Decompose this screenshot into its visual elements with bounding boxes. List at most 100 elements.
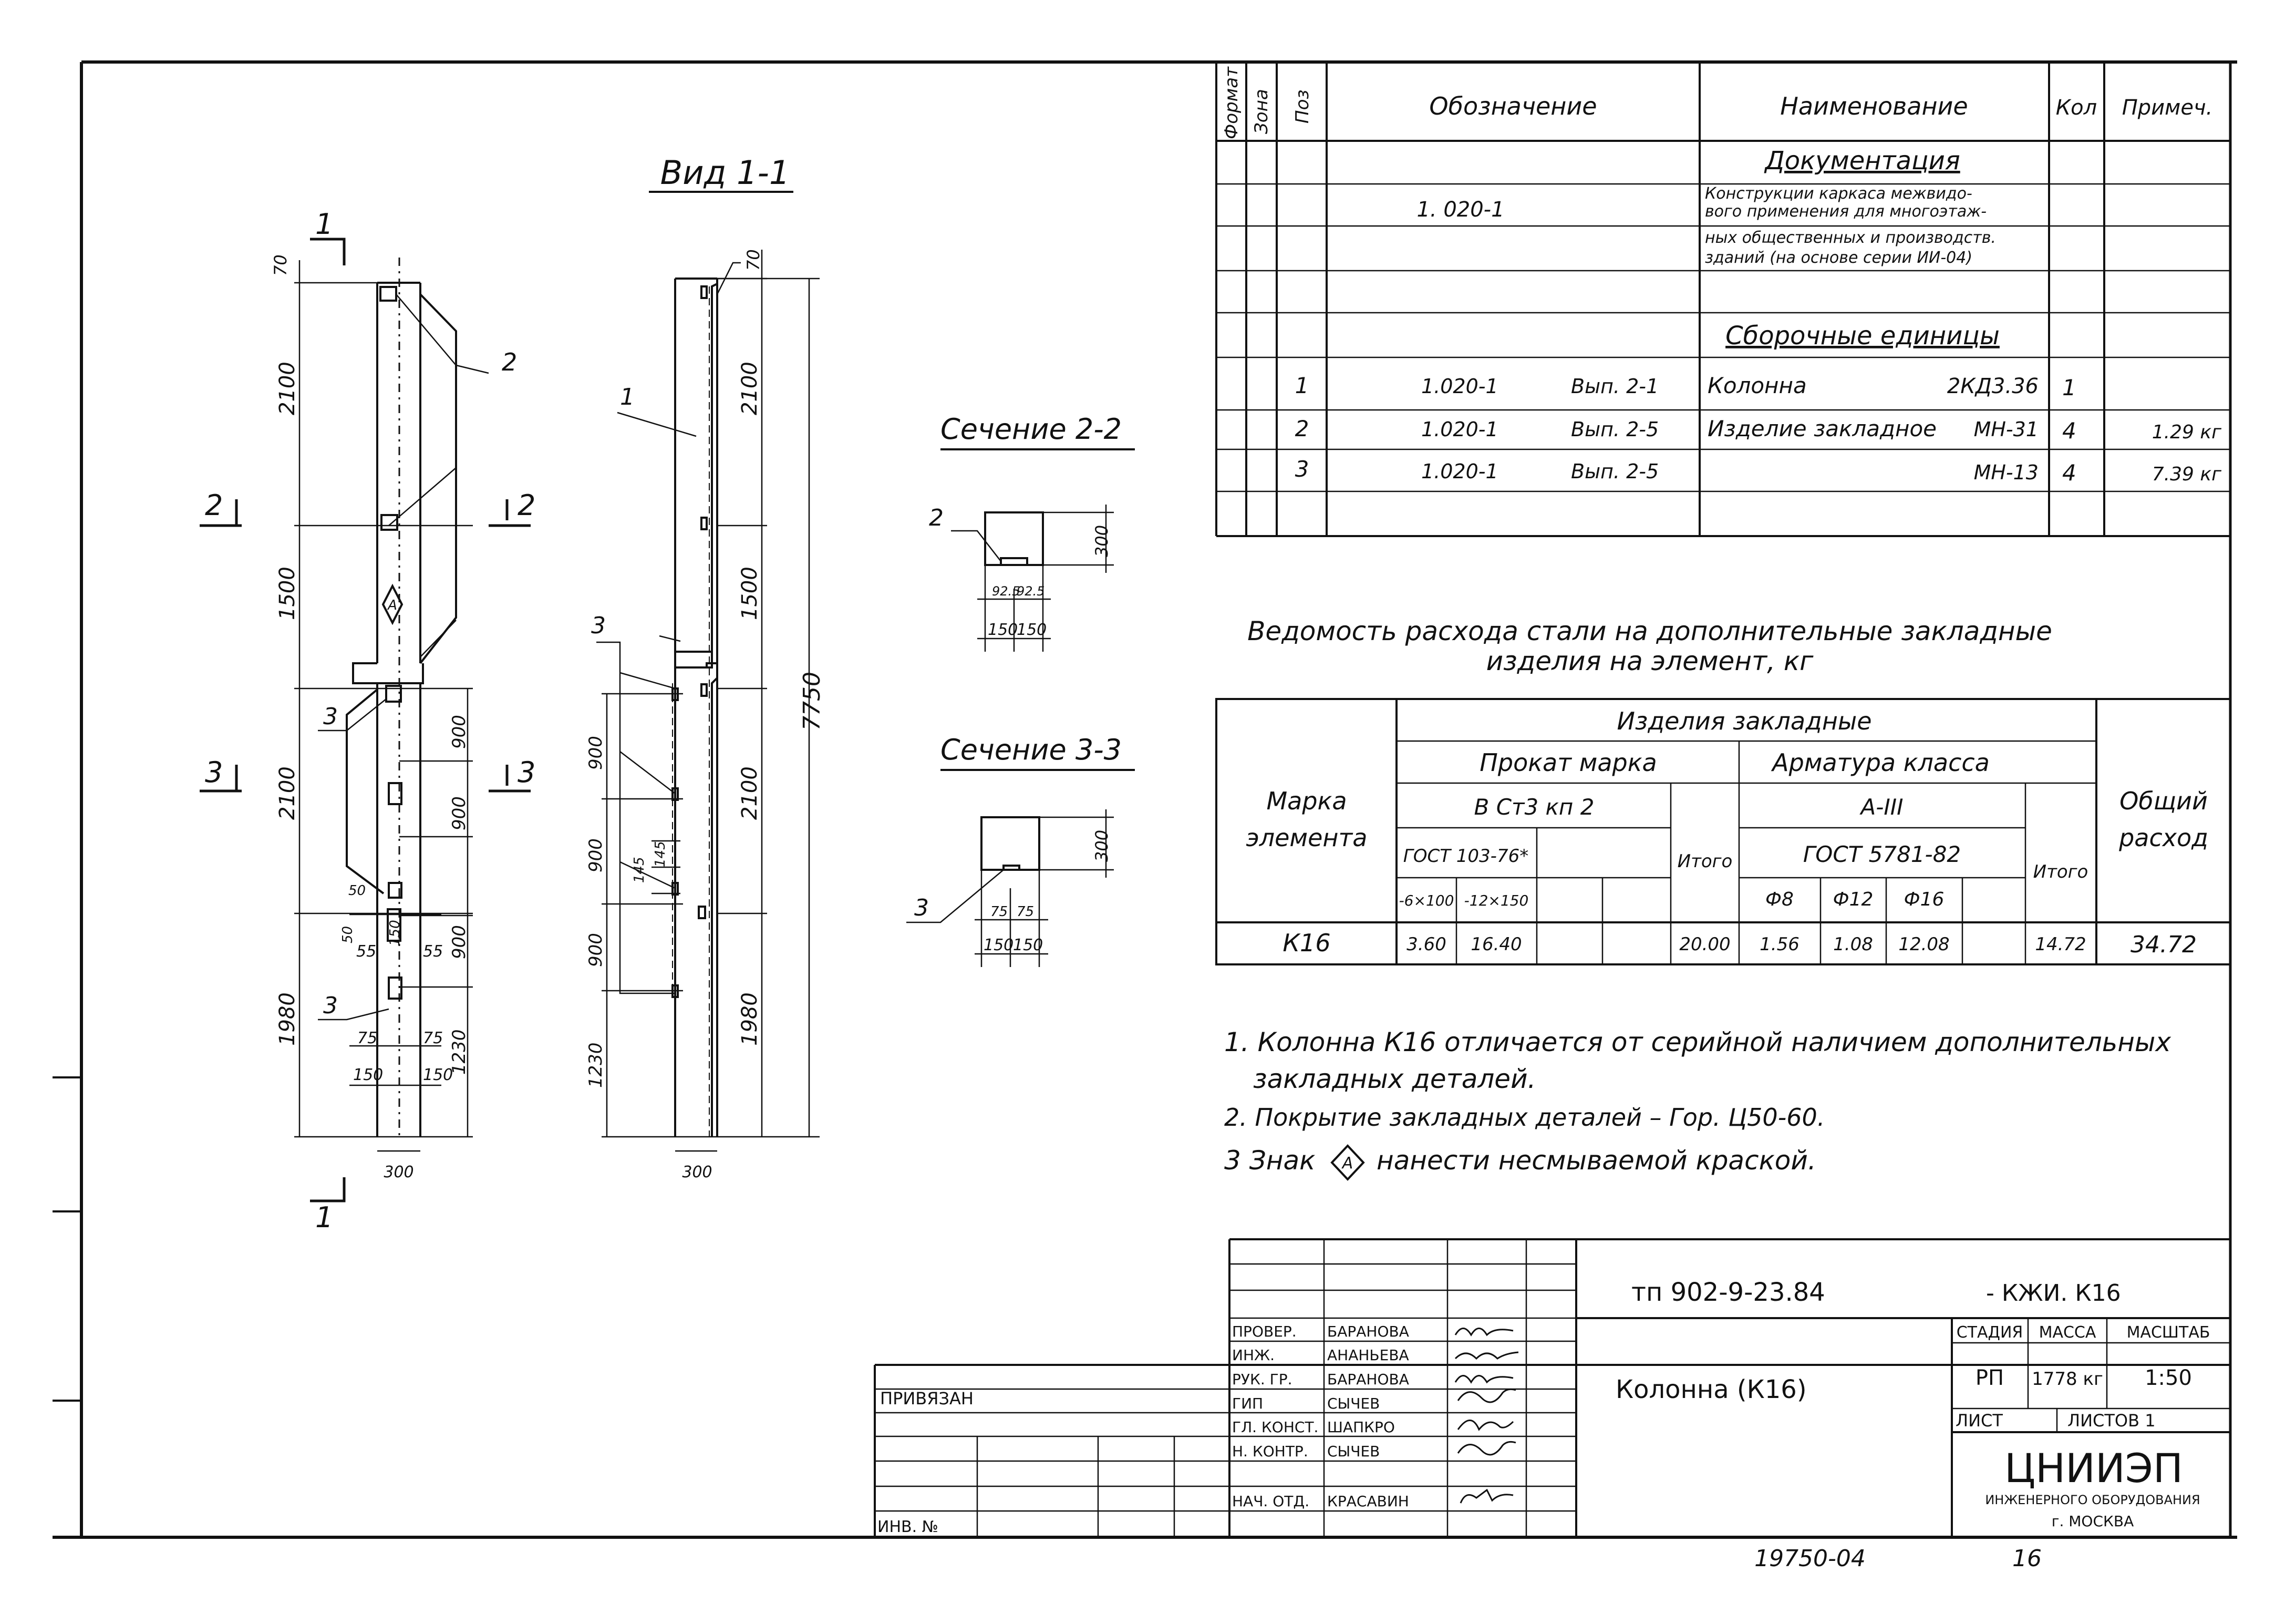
- cut-3-right: 3: [518, 756, 535, 789]
- note-2: 2. Покрытие закладных деталей – Гор. Ц50…: [1224, 1103, 1825, 1132]
- inv-label: ИНВ. №: [877, 1518, 938, 1536]
- dim-150-a: 150: [353, 1066, 383, 1084]
- dim-150-v: 150: [387, 920, 403, 946]
- name-3: БАРАНОВА: [1327, 1371, 1409, 1388]
- cut-3-left: 3: [205, 756, 223, 789]
- col-designation-header: Обозначение: [1429, 92, 1597, 120]
- leader-label-3c: 3: [591, 612, 606, 639]
- dim-70: 70: [271, 254, 291, 276]
- side-dim-145-b: 145: [653, 841, 668, 867]
- h-size-1: -6×100: [1399, 892, 1454, 909]
- col-format-header: Формат: [1221, 66, 1242, 139]
- col-pos-header: Поз: [1292, 90, 1313, 124]
- row3-issue: Вып. 2-5: [1571, 460, 1659, 483]
- doc-name-line-4: зданий (на основе серии ИИ-04): [1705, 249, 1972, 267]
- cut-2-left: 2: [205, 489, 223, 522]
- h-itogo-rebar: Итого: [2033, 861, 2088, 882]
- sheet-label: ЛИСТ: [1956, 1411, 2003, 1431]
- role-4: ГИП: [1232, 1395, 1263, 1412]
- name-2: АНАНЬЕВА: [1327, 1346, 1409, 1364]
- row3-note: 7.39 кг: [2152, 464, 2222, 485]
- side-dim-70: 70: [743, 249, 763, 271]
- doc-number: тп 902-9-23.84: [1631, 1278, 1825, 1307]
- row-v1: 3.60: [1406, 934, 1446, 955]
- role-6: Н. КОНТР.: [1232, 1443, 1308, 1460]
- sec22-dim-300: 300: [1092, 525, 1112, 557]
- row2-pos: 2: [1295, 416, 1309, 441]
- h-steel-grade: В Ст3 кп 2: [1474, 794, 1595, 820]
- sec33-dim-75-a: 75: [990, 904, 1008, 920]
- row2-designation: 1.020-1: [1421, 418, 1498, 441]
- cut-2-right: 2: [518, 489, 535, 522]
- cut-1-bottom: 1: [315, 1201, 333, 1234]
- h-rebar: Арматура класса: [1771, 748, 1990, 777]
- doc-name-line-3: ных общественных и производств.: [1705, 229, 1996, 247]
- side-dim-2100-lower: 2100: [738, 766, 762, 820]
- sec33-leader-label: 3: [914, 895, 929, 921]
- row-itogo1: 20.00: [1679, 934, 1730, 955]
- leader-label-1: 1: [620, 384, 635, 410]
- org-logo-main: ЦНИИЭП: [2004, 1445, 2183, 1492]
- row2-note: 1.29 кг: [2152, 422, 2222, 443]
- row3-qty: 4: [2062, 460, 2076, 486]
- sec33-dim-75-b: 75: [1017, 904, 1034, 920]
- side-dim-900-b: 900: [585, 838, 606, 872]
- stage-header: СТАДИЯ: [1957, 1323, 2023, 1342]
- note-1: 1. Колонна К16 отличается от серийной на…: [1224, 1027, 2171, 1057]
- scale-header: МАСШТАБ: [2127, 1323, 2210, 1342]
- dim-900-c: 900: [449, 925, 470, 959]
- steel-consumption-table: Ведомость расхода стали на дополнительны…: [1215, 616, 2231, 965]
- col-zone-header: Зона: [1251, 89, 1272, 134]
- h-mark-1: Марка: [1266, 787, 1347, 815]
- dim-75-b: 75: [423, 1029, 443, 1047]
- row-d12: 1.08: [1833, 934, 1873, 955]
- name-1: БАРАНОВА: [1327, 1323, 1409, 1340]
- front-view: А 2 3: [200, 208, 535, 1234]
- side-dim-1230: 1230: [585, 1042, 606, 1088]
- dim-1500: 1500: [275, 567, 299, 620]
- dim-900-a: 900: [449, 715, 470, 749]
- svg-text:А: А: [387, 598, 397, 613]
- row-itogo2: 14.72: [2035, 934, 2086, 955]
- row2-name: Изделие закладное: [1708, 416, 1937, 441]
- sec33-dim-300: 300: [1092, 830, 1112, 862]
- steel-table-title-1: Ведомость расхода стали на дополнительны…: [1247, 616, 2052, 646]
- h-rolled: Прокат марка: [1480, 748, 1657, 777]
- dim-150-b: 150: [423, 1066, 453, 1084]
- row2-qty: 4: [2062, 418, 2076, 444]
- side-dim-145-a: 145: [632, 857, 647, 883]
- object-name: Колонна (К16): [1616, 1375, 1807, 1404]
- dim-55-a: 55: [356, 942, 376, 961]
- row-mark: К16: [1283, 929, 1330, 957]
- row1-qty: 1: [2062, 375, 2076, 400]
- dim-1980: 1980: [275, 992, 299, 1046]
- note-1-cont: закладных деталей.: [1253, 1064, 1536, 1094]
- section-3-3: Сечение 3-3 3 300 150 150 75 75: [906, 733, 1135, 967]
- h-itogo-rolled: Итого: [1678, 851, 1733, 872]
- archive-number: 19750-04: [1754, 1545, 1866, 1572]
- row-d8: 1.56: [1760, 934, 1799, 955]
- doc-suffix: - КЖИ. К16: [1986, 1280, 2121, 1307]
- dim-2100-upper: 2100: [275, 362, 299, 415]
- role-3: РУК. ГР.: [1232, 1371, 1292, 1388]
- h-size-2: -12×150: [1464, 892, 1529, 909]
- dim-1230: 1230: [449, 1029, 470, 1075]
- scale-value: 1:50: [2145, 1366, 2192, 1390]
- h-gost-rebar: ГОСТ 5781-82: [1803, 841, 1961, 867]
- role-7: НАЧ. ОТД.: [1232, 1493, 1309, 1510]
- h-total-2: расход: [2118, 824, 2208, 852]
- dim-300: 300: [384, 1163, 413, 1181]
- section-3-3-title: Сечение 3-3: [940, 733, 1122, 766]
- svg-text:А: А: [1341, 1154, 1353, 1173]
- row3-pos: 3: [1295, 456, 1309, 482]
- row-total: 34.72: [2130, 931, 2197, 958]
- leader-label-3b: 3: [323, 992, 338, 1019]
- leader-label-2: 2: [502, 348, 517, 376]
- mass-header: МАССА: [2039, 1323, 2096, 1342]
- page-number: 16: [2012, 1545, 2042, 1572]
- sec22-dim-150-a: 150: [988, 621, 1018, 639]
- sec22-leader-label: 2: [929, 505, 944, 531]
- role-1: ПРОВЕР.: [1232, 1323, 1297, 1340]
- side-dim-1980: 1980: [738, 992, 762, 1046]
- h-gost-rolled: ГОСТ 103-76*: [1403, 846, 1528, 867]
